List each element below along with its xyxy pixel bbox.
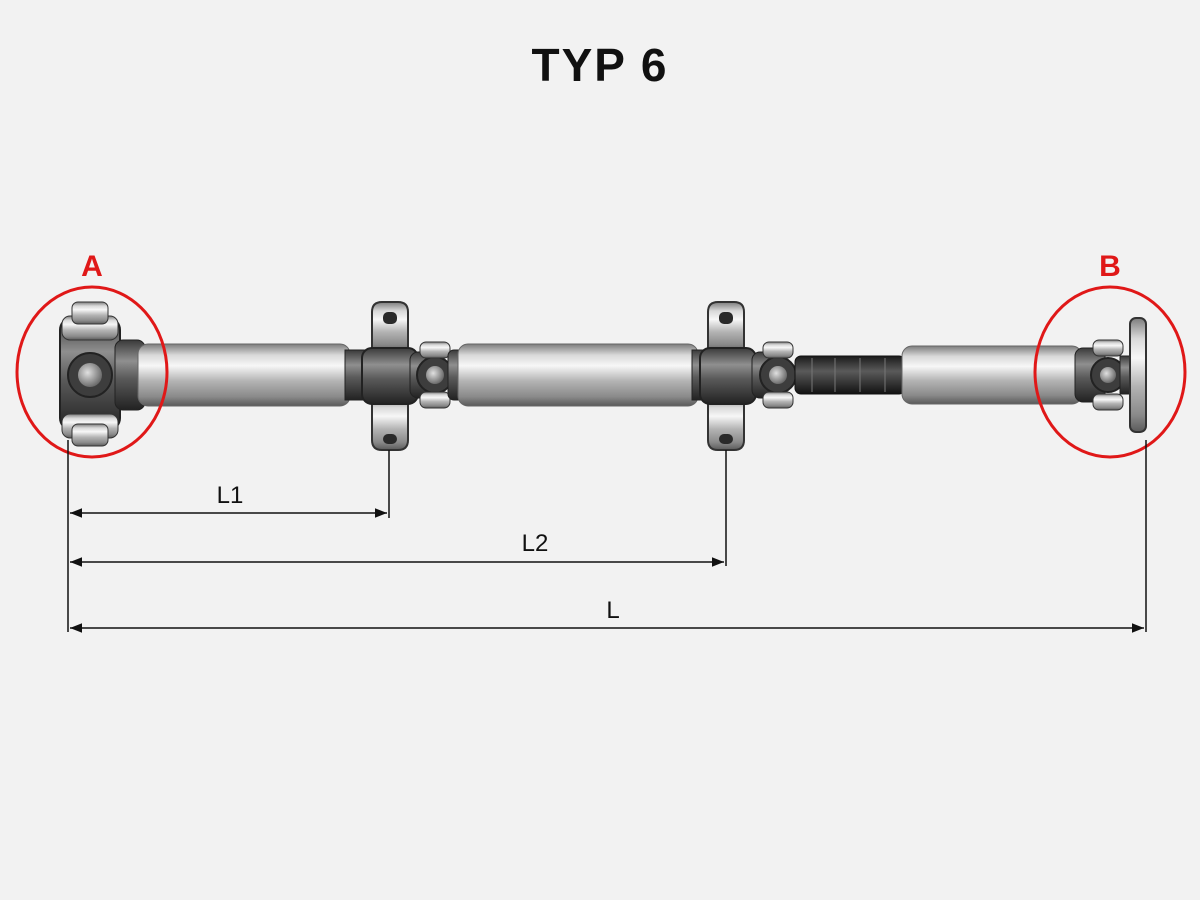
dimension-label-l1: L1 bbox=[217, 482, 244, 509]
callout-label-b: B bbox=[1099, 250, 1121, 283]
center-bearing-bracket-1 bbox=[344, 301, 419, 451]
flange-yoke-b bbox=[1074, 317, 1147, 433]
callout-circle-a bbox=[15, 285, 169, 459]
universal-joint-2 bbox=[751, 341, 797, 409]
end-yoke-a bbox=[59, 301, 146, 447]
shaft-tube-1 bbox=[137, 343, 351, 407]
diagram-title: TYP 6 bbox=[531, 39, 669, 91]
callout-circle-b bbox=[1033, 285, 1187, 459]
dimension-label-l: L bbox=[606, 597, 619, 624]
slip-spline bbox=[794, 355, 906, 395]
extension-lines bbox=[67, 440, 1147, 632]
shaft-tube-3 bbox=[901, 345, 1083, 405]
callout-label-a: A bbox=[81, 250, 103, 283]
center-bearing-bracket-2 bbox=[691, 301, 757, 451]
dimension-label-l2: L2 bbox=[522, 530, 549, 557]
shaft-tube-2 bbox=[457, 343, 699, 407]
